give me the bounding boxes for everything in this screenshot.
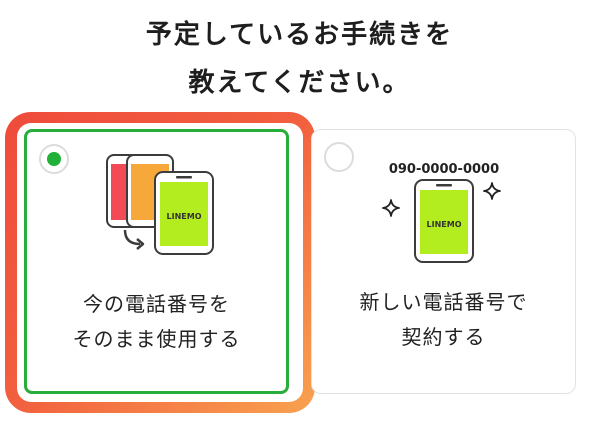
page-title-line1: 予定しているお手続きを — [145, 20, 454, 50]
option-new-number-radio[interactable] — [324, 142, 354, 172]
arrow-curved-right-icon — [123, 229, 145, 250]
option-keep-number-label-line1: 今の電話番号を — [83, 292, 230, 316]
option-keep-number[interactable]: LINEMO 今の電話番号を そのまま使用する — [24, 129, 289, 394]
phone-linemo-icon: LINEMO — [154, 171, 214, 255]
phone-brand-text: LINEMO — [167, 212, 202, 221]
sparkle-icon — [382, 199, 400, 217]
phone-linemo-icon: LINEMO — [414, 179, 474, 263]
option-new-number[interactable]: 090-0000-0000 LINEMO 新しい電話番号で 契約する — [311, 129, 576, 394]
number-transfer-illustration: LINEMO — [106, 154, 214, 255]
sparkle-icon — [483, 182, 501, 200]
new-number-illustration: 090-0000-0000 LINEMO — [382, 162, 501, 263]
option-keep-number-radio[interactable] — [39, 144, 69, 174]
option-keep-number-label-line2: そのまま使用する — [72, 327, 241, 351]
option-new-number-label-line2: 契約する — [401, 325, 486, 349]
new-number-text: 090-0000-0000 — [389, 162, 499, 177]
option-new-number-label-line1: 新しい電話番号で — [359, 290, 528, 314]
phone-brand-text: LINEMO — [427, 220, 462, 229]
page-title-line2: 教えてください。 — [188, 68, 411, 98]
